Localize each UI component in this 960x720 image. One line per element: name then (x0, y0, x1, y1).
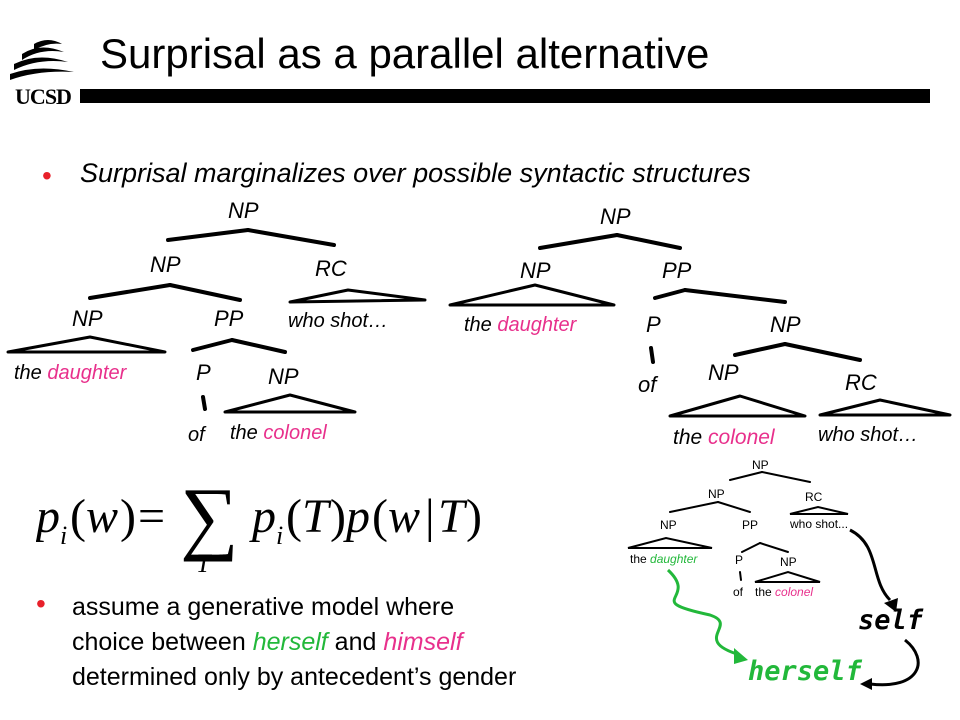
tree-right-rc: RC (845, 370, 877, 395)
logo-text: UCSD (15, 84, 72, 109)
svg-text:T: T (438, 490, 468, 543)
tree-left-who-shot: who shot… (288, 310, 389, 332)
tree-left-the-colonel: the colonel (230, 422, 327, 444)
mini-np-low: NP (660, 518, 677, 532)
bullet-text-line1: assume a generative model where (72, 593, 455, 621)
surprisal-formula: p i ( w ) = ∑ T p i ( T ) p ( w | T ) (36, 471, 482, 578)
tree-left-np-root: NP (228, 198, 259, 223)
svg-text:(: ( (70, 490, 86, 543)
tree-right-pp: PP (662, 258, 692, 283)
tree-right-np-left: NP (520, 258, 551, 283)
svg-text:w: w (86, 490, 118, 543)
tree-right-np-root: NP (600, 204, 631, 229)
svg-text:|: | (425, 490, 435, 543)
tree-right-the-colonel: the colonel (673, 426, 775, 449)
mini-who-shot: who shot... (790, 517, 849, 531)
svg-text:(: ( (372, 490, 388, 543)
handwritten-herself: herself (748, 656, 862, 687)
tree-left-rc: RC (315, 256, 347, 281)
mini-the-colonel: the colonel (755, 585, 814, 599)
svg-text:∑: ∑ (180, 471, 238, 562)
mini-p: P (735, 553, 744, 567)
tree-right-np-obj: NP (708, 360, 739, 385)
tree-left-np-low: NP (72, 306, 103, 331)
mini-the-daughter: the daughter (630, 552, 698, 566)
mini-of: of (733, 585, 744, 599)
bullet-marker: • (42, 160, 52, 191)
tree-right-np-pp: NP (770, 312, 801, 337)
svg-text:i: i (276, 521, 283, 550)
svg-text:T: T (196, 549, 212, 578)
svg-text:): ) (466, 490, 482, 543)
tree-left-p: P (196, 360, 211, 385)
tree-left-of: of (188, 424, 205, 446)
tree-left-np-mid: NP (150, 252, 181, 277)
bullet-text-line3: determined only by antecedent’s gender (72, 663, 517, 691)
svg-text:i: i (60, 521, 67, 550)
ucsd-waves-icon (10, 40, 74, 80)
svg-text:T: T (302, 490, 332, 543)
svg-text:=: = (138, 490, 165, 543)
tree-left-np-obj: NP (268, 364, 299, 389)
svg-text:p: p (249, 490, 276, 543)
mini-np-root: NP (752, 458, 769, 472)
tree-right-the-daughter: the daughter (464, 314, 577, 336)
tree-right-who-shot: who shot… (818, 424, 919, 446)
svg-text:p: p (343, 490, 370, 543)
ucsd-logo: UCSD (4, 34, 82, 114)
svg-text:p: p (36, 490, 60, 543)
bullet-text-line2: choice between herself and himself (72, 628, 463, 656)
bullet-text-marginalizes: Surprisal marginalizes over possible syn… (80, 158, 751, 188)
title-underline-bar (80, 89, 930, 103)
tree-right-p: P (646, 312, 661, 337)
mini-np-mid: NP (708, 487, 725, 501)
tree-right-of: of (638, 372, 657, 397)
svg-text:w: w (388, 490, 420, 543)
mini-rc: RC (805, 490, 823, 504)
handwritten-self: self (858, 605, 924, 636)
slide-title: Surprisal as a parallel alternative (100, 30, 710, 77)
bullet-marker: • (36, 588, 46, 619)
mini-np-obj: NP (780, 555, 797, 569)
tree-left-the-daughter: the daughter (14, 362, 127, 384)
svg-text:): ) (120, 490, 136, 543)
mini-pp: PP (742, 518, 759, 532)
svg-text:(: ( (286, 490, 302, 543)
svg-text:): ) (330, 490, 346, 543)
tree-left-pp: PP (214, 306, 244, 331)
